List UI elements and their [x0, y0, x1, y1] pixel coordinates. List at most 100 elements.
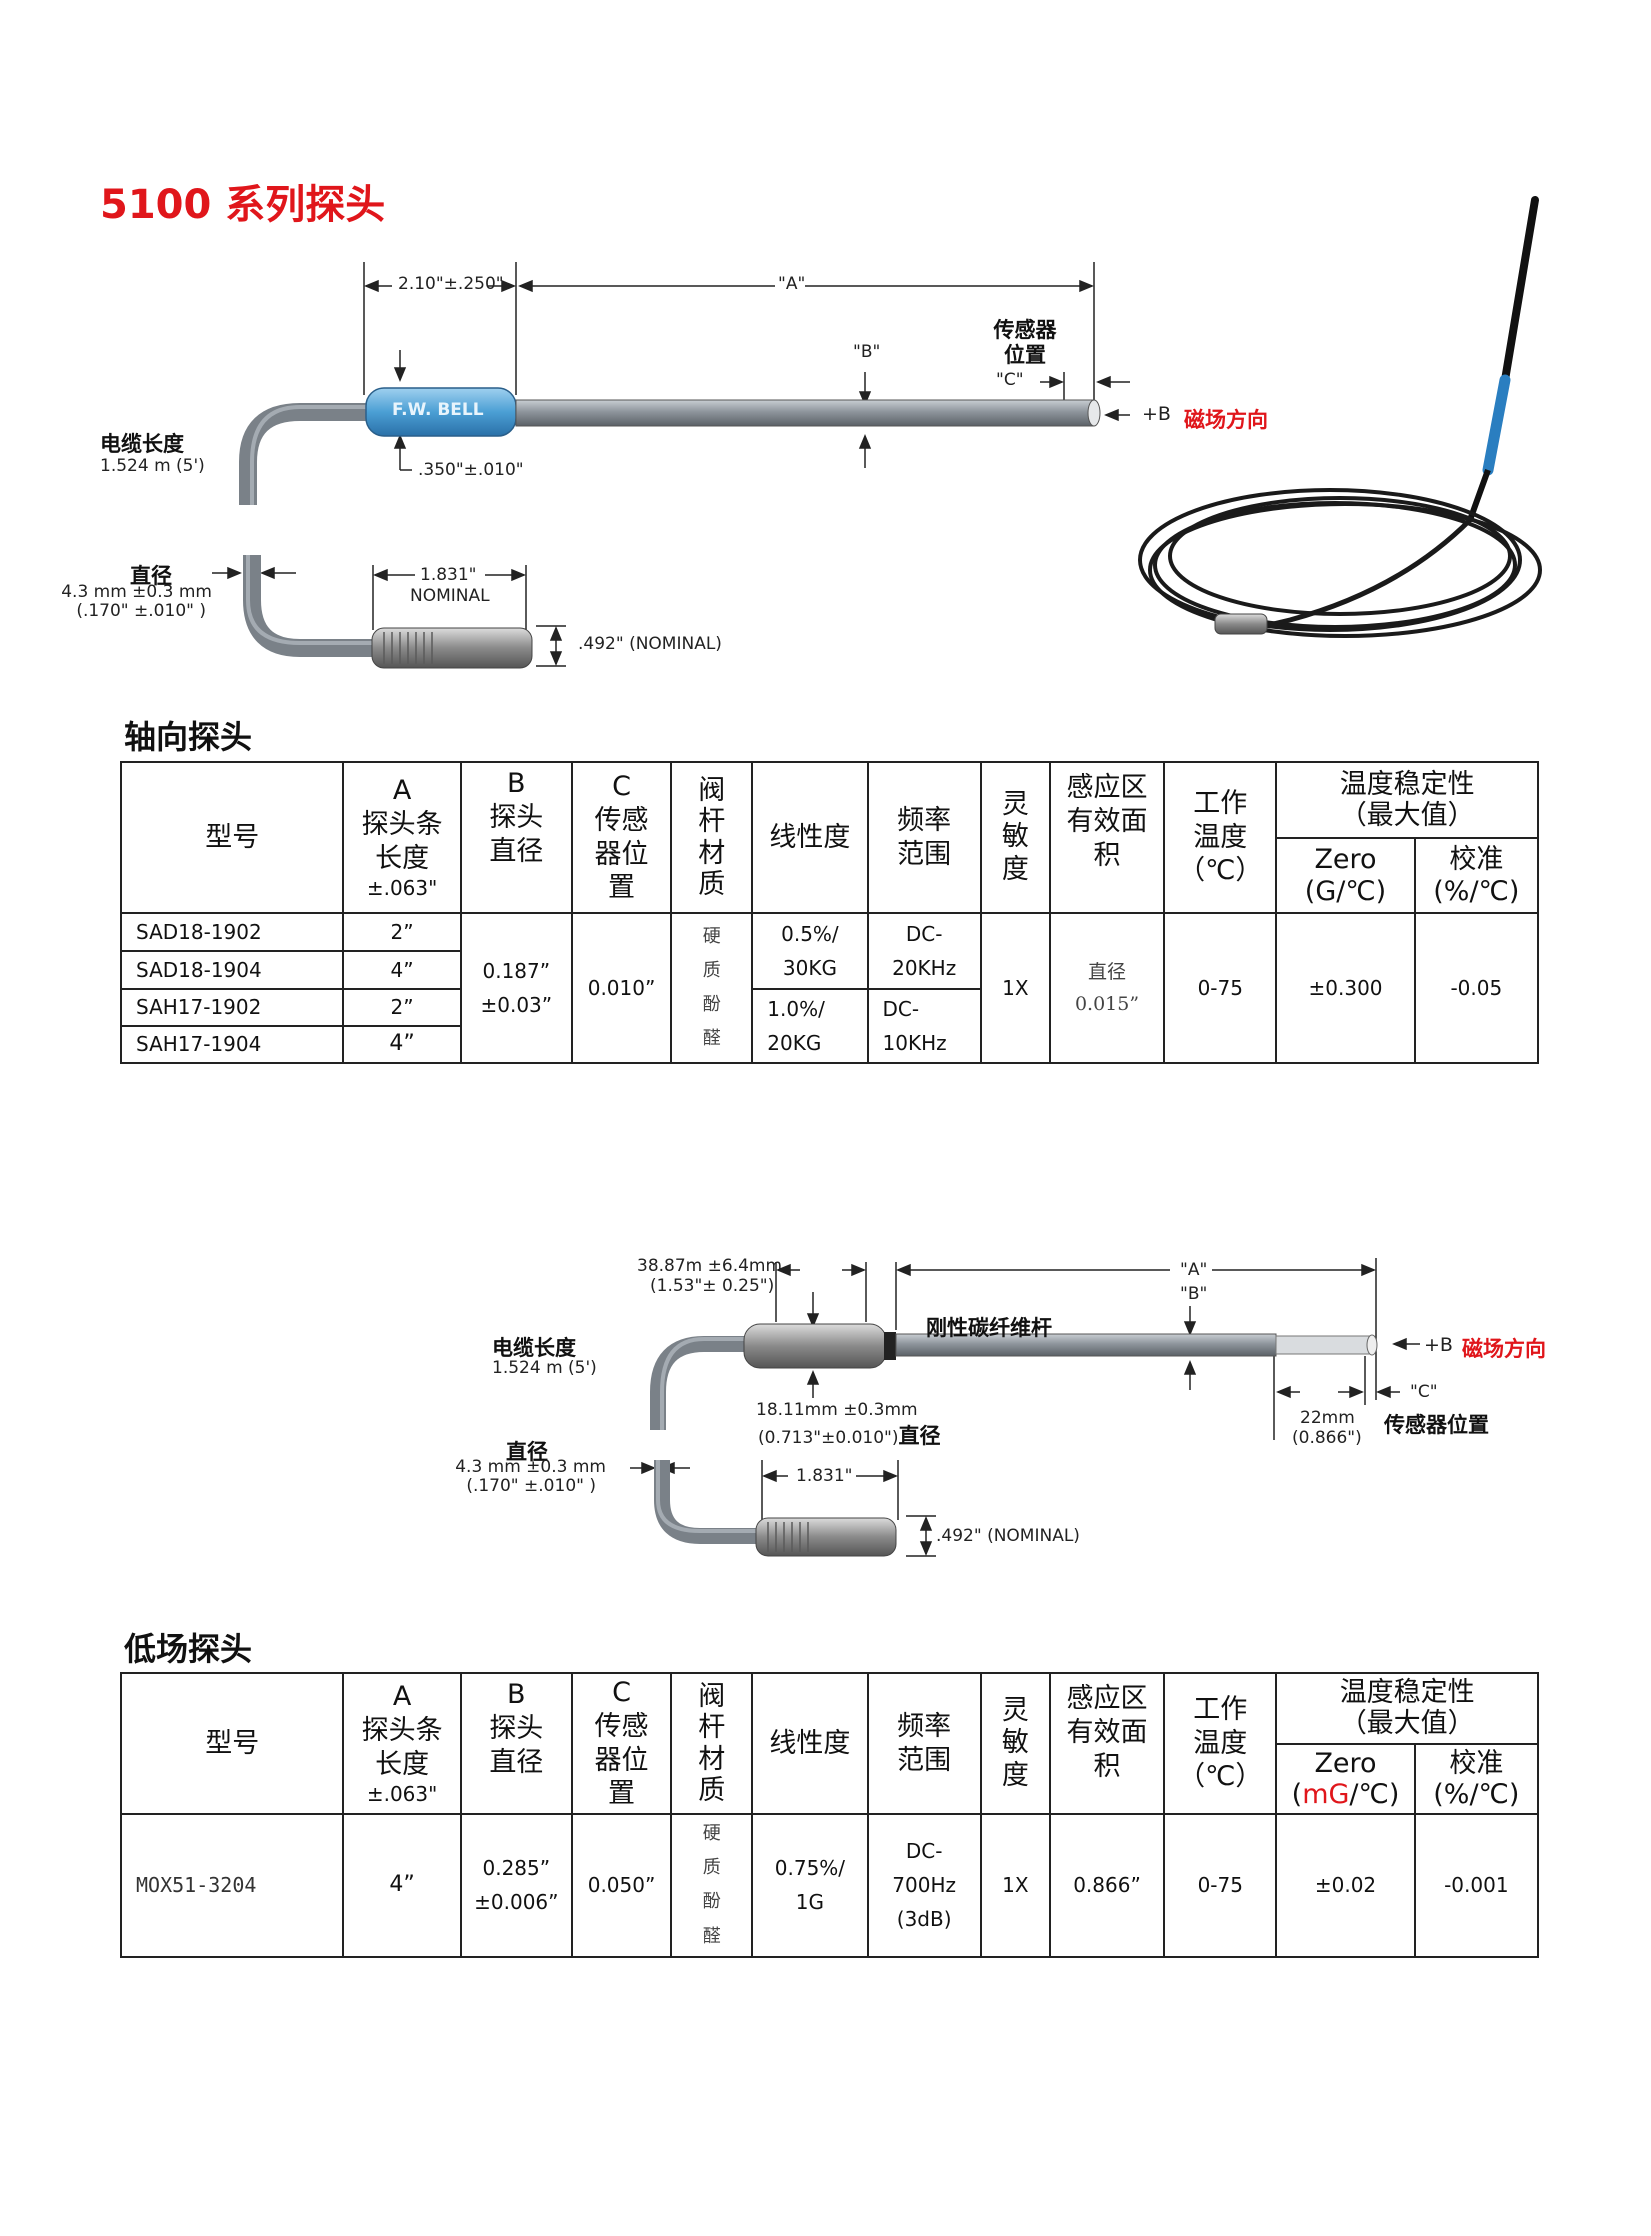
probe-photo [1130, 176, 1542, 666]
header-cal: 校准 (%/℃) [1413, 1742, 1540, 1815]
b-cell: 0.285” ±0.006” [459, 1813, 573, 1958]
model-cell: SAD18-1902 [119, 912, 345, 952]
dim-b: "B" [853, 342, 881, 362]
dim-b-2: "B" [1180, 1284, 1208, 1304]
table-row: MOX51-3204 4” 0.285” ±0.006” 0.050” 硬 质 … [119, 1813, 1540, 1958]
table-row: SAH17-1902 2” 1.0%/ 20KG DC- 10KHz [119, 988, 1538, 1064]
header-zero: Zero (G/℃) [1275, 837, 1416, 914]
c-cell: 0.010” [570, 912, 673, 1064]
dim-492-2: .492" (NOMINAL) [936, 1526, 1080, 1546]
b-cell: 0.187” ±0.03” [459, 912, 573, 1064]
header-a: A 探头条 长度±.063" [342, 761, 462, 914]
dim-c-2: "C" [1410, 1382, 1438, 1402]
diameter-value-in: (.170" ±.010" ) [76, 601, 206, 621]
dim-a-2: "A" [1180, 1260, 1208, 1280]
field-direction-label-2: 磁场方向 [1462, 1337, 1546, 1361]
header-stability: 温度稳定性 （最大值） [1275, 1672, 1539, 1745]
a-cell: 4” [342, 1813, 462, 1958]
a-cell: 2” [342, 912, 462, 952]
header-stem: 阀 杆 材 质 [670, 1672, 754, 1815]
dim-1831: 1.831" [420, 565, 477, 585]
axial-spec-table: 型号 A 探头条 长度±.063" B 探头 直径 C 传感 器位 置 阀 杆 … [119, 761, 1540, 1065]
freq-cell-1: DC- 20KHz [866, 912, 982, 990]
linearity-cell: 0.75%/ 1G [751, 1813, 869, 1958]
stem-cell: 硬 质 酚 醛 [670, 912, 754, 1064]
cable-length-label: 电缆长度 [100, 432, 184, 456]
header-b: B 探头 直径 [459, 1672, 573, 1815]
rod-label: 刚性碳纤维杆 [926, 1316, 1052, 1340]
axial-section-title: 轴向探头 [124, 718, 253, 756]
area-cell: 直径 0.015” [1048, 912, 1166, 1064]
cable-length-value-2: 1.524 m (5') [492, 1358, 597, 1378]
lowfield-spec-table: 型号 A 探头条 长度±.063" B 探头 直径 C 传感 器位 置 阀 杆 … [119, 1672, 1540, 1958]
dim-350: .350"±.010" [418, 460, 524, 480]
zero-cell: ±0.300 [1275, 912, 1416, 1064]
dim-3887: 38.87m ±6.4mm [637, 1256, 783, 1276]
dim-c: "C" [996, 370, 1024, 390]
sensitivity-cell: 1X [979, 1813, 1051, 1958]
linearity-cell-2: 1.0%/ 20KG [751, 988, 869, 1064]
plus-b-label: +B [1142, 403, 1171, 425]
freq-cell: DC- 700Hz (3dB) [866, 1813, 982, 1958]
table-row: SAD18-1902 2” 0.187” ±0.03” 0.010” 硬 质 酚… [119, 912, 1540, 1064]
model-cell: MOX51-3204 [119, 1813, 345, 1958]
temp-cell: 0-75 [1163, 1813, 1278, 1958]
header-sensitivity: 灵 敏 度 [979, 1672, 1051, 1815]
zero-unit-mg: mG [1302, 1778, 1350, 1810]
model-cell: SAH17-1902 [119, 988, 345, 1027]
dim-2-10: 2.10"±.250" [398, 274, 504, 294]
a-cell: 2” [342, 988, 462, 1027]
a-cell: 4” [342, 1024, 462, 1065]
sensor-position-label: 传感器 位置 [993, 318, 1057, 368]
dim-1811: 18.11mm ±0.3mm [756, 1400, 918, 1420]
field-direction-label: 磁场方向 [1184, 408, 1268, 432]
header-temp: 工作 温度 （℃） [1163, 761, 1278, 914]
header-freq: 频率 范围 [866, 761, 982, 914]
diameter-label: 直径 [130, 564, 172, 588]
a-cell: 4” [342, 950, 462, 990]
zero-cell: ±0.02 [1275, 1813, 1416, 1958]
dim-0866: (0.866") [1292, 1428, 1362, 1448]
table-row: SAD18-1904 4” [119, 950, 1538, 990]
header-stem: 阀 杆 材 质 [670, 761, 754, 914]
dim-22mm: 22mm [1300, 1408, 1355, 1428]
header-model: 型号 [119, 761, 345, 914]
dim-0713: (0.713"±0.010")直径 [758, 1424, 941, 1448]
header-linearity: 线性度 [751, 1672, 869, 1815]
header-a: A 探头条 长度±.063" [342, 1672, 462, 1815]
cal-cell: -0.05 [1413, 912, 1540, 1064]
header-model: 型号 [119, 1672, 345, 1815]
header-zero: Zero(mG/℃) [1275, 1742, 1416, 1815]
header-c: C 传感 器位 置 [570, 761, 673, 914]
table-row: SAH17-1904 4” [119, 1024, 1538, 1065]
dim-492: .492" (NOMINAL) [578, 634, 722, 654]
axial-header-row: 型号 A 探头条 长度±.063" B 探头 直径 C 传感 器位 置 阀 杆 … [119, 761, 1539, 914]
header-b: B 探头 直径 [459, 761, 573, 914]
brand-label: F.W. BELL [392, 400, 484, 420]
lowfield-header-row: 型号 A 探头条 长度±.063" B 探头 直径 C 传感 器位 置 阀 杆 … [119, 1672, 1539, 1815]
area-cell: 0.866” [1048, 1813, 1166, 1958]
model-cell: SAH17-1904 [119, 1024, 345, 1065]
diameter-label-2: 直径 [506, 1440, 548, 1464]
header-sensitivity: 灵 敏 度 [979, 761, 1051, 914]
header-c: C 传感 器位 置 [570, 1672, 673, 1815]
linearity-cell-1: 0.5%/ 30KG [751, 912, 869, 990]
sensitivity-cell: 1X [979, 912, 1051, 1064]
diameter-value-mm: 4.3 mm ±0.3 mm [61, 582, 212, 602]
nominal-label: NOMINAL [410, 586, 490, 606]
sensor-position-label-2: 传感器位置 [1384, 1413, 1489, 1437]
header-area: 感应区 有效面 积 [1048, 761, 1166, 914]
freq-cell-2: DC- 10KHz [866, 988, 982, 1064]
diameter-value-mm-2: 4.3 mm ±0.3 mm [455, 1457, 606, 1477]
cable-length-label-2: 电缆长度 [492, 1336, 576, 1360]
stem-cell: 硬 质 酚 醛 [670, 1813, 754, 1958]
cal-cell: -0.001 [1413, 1813, 1540, 1958]
lowfield-section-title: 低场探头 [124, 1630, 253, 1668]
dim-153: (1.53"± 0.25") [650, 1276, 775, 1296]
c-cell: 0.050” [570, 1813, 673, 1958]
header-linearity: 线性度 [751, 761, 869, 914]
plus-b-label-2: +B [1424, 1334, 1453, 1356]
cable-length-value: 1.524 m (5') [100, 456, 205, 476]
page-title: 5100 系列探头 [100, 182, 386, 228]
